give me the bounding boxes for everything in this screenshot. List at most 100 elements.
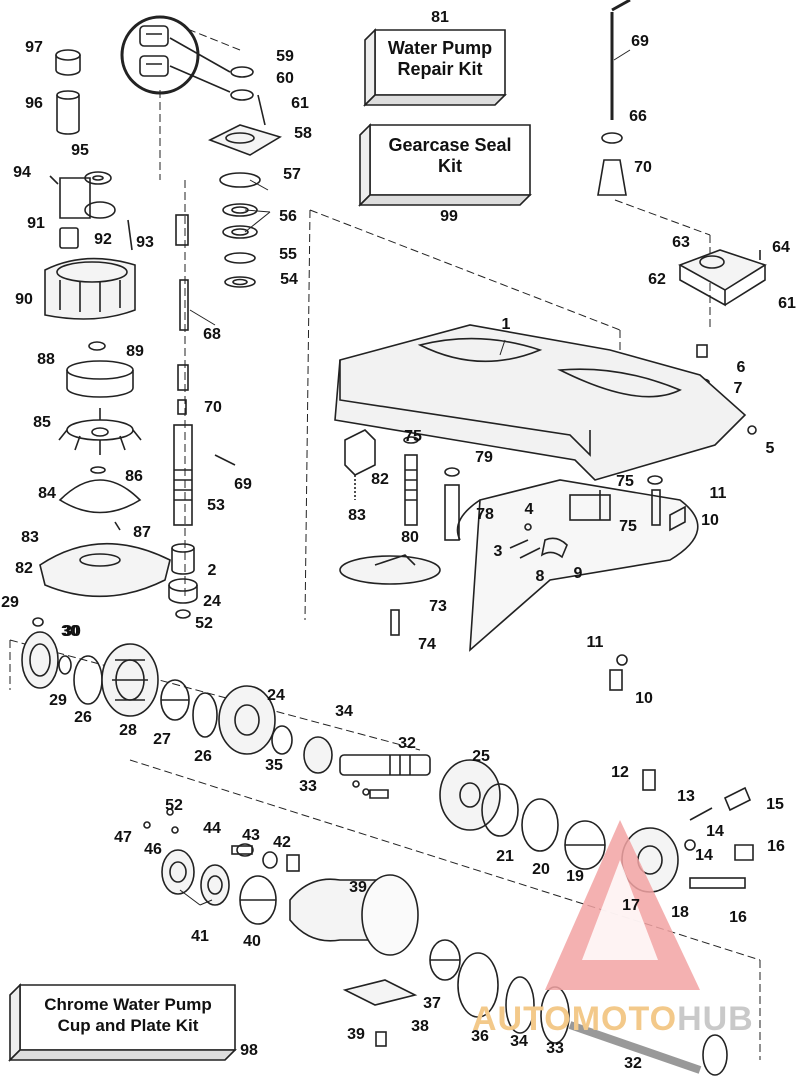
chrome-water-pump-cup-plate-kit-label: Chrome Water Pump Cup and Plate Kit	[44, 995, 212, 1035]
part-label: 82	[371, 471, 389, 488]
part-label: 46	[144, 841, 162, 858]
part-label: 75	[404, 428, 422, 445]
part-label: 75	[619, 518, 637, 535]
part-label: 36	[471, 1028, 489, 1045]
part-label: 5	[765, 440, 775, 457]
gearcase-housing	[334, 324, 747, 652]
part-label: 52	[165, 797, 183, 814]
part-label: 82	[15, 560, 33, 577]
part-label: 57	[283, 166, 301, 183]
part-label: 7	[733, 380, 743, 397]
gearcase-seal-kit-label: Gearcase Seal Kit	[388, 135, 512, 176]
part-label: 35	[265, 757, 283, 774]
part-label: 91	[27, 215, 45, 232]
part-label: 92	[94, 231, 112, 248]
part-label: 39	[347, 1026, 365, 1043]
kit-box-98	[8, 983, 237, 1062]
part-label: 24	[267, 687, 285, 704]
water-pump-repair-kit-label: Water Pump Repair Kit	[387, 38, 493, 79]
part-label: 54	[280, 271, 298, 288]
part-label: 11	[709, 485, 727, 502]
part-label: 12	[611, 764, 629, 781]
part-label: 33	[546, 1040, 564, 1057]
drive-shaft-stack	[168, 66, 282, 619]
seal-detail-circle	[120, 15, 231, 95]
part-label: 26	[194, 748, 212, 765]
part-label: 10	[701, 512, 719, 529]
part-label: 9	[573, 565, 583, 582]
part-label: 60	[276, 70, 294, 87]
part-label: 83	[21, 529, 39, 546]
part-label: 25	[472, 748, 490, 765]
part-label: 68	[203, 326, 221, 343]
part-label: 90	[15, 291, 33, 308]
part-label: 34	[335, 703, 353, 720]
part-label: 6	[736, 359, 746, 376]
part-label: 32	[624, 1055, 642, 1072]
part-label: 66	[629, 108, 647, 125]
part-label: 61	[291, 95, 309, 112]
part-label: 73	[429, 598, 447, 615]
leader-lines	[179, 49, 631, 906]
part-label: 14	[706, 823, 724, 840]
part-label: 8	[535, 568, 545, 585]
part-label: 86	[125, 468, 143, 485]
kit-box-81	[363, 28, 507, 107]
center-small-parts	[339, 429, 686, 691]
part-label: 17	[622, 897, 640, 914]
part-label: 1	[501, 316, 511, 333]
part-label: 19	[566, 868, 584, 885]
part-label: 58	[294, 125, 312, 142]
part-label: 59	[276, 48, 294, 65]
part-label: 34	[510, 1033, 528, 1050]
gear-and-bearing-row-1	[21, 617, 754, 893]
part-label: 61	[778, 295, 796, 312]
part-label: 53	[207, 497, 225, 514]
part-label: 70	[204, 399, 222, 416]
part-label: 84	[38, 485, 56, 502]
part-label: 97	[25, 39, 43, 56]
part-label: 4	[524, 501, 534, 518]
part-label: 28	[119, 722, 137, 739]
part-label: 38	[411, 1018, 429, 1035]
kit-box-99	[358, 123, 532, 207]
part-label: 18	[671, 904, 689, 921]
part-label: 75	[616, 473, 634, 490]
part-label: 95	[71, 142, 89, 159]
part-label: 20	[532, 861, 550, 878]
part-label: 40	[243, 933, 261, 950]
part-label: 43	[242, 827, 260, 844]
part-label: 29	[49, 692, 67, 709]
part-label: 41	[191, 928, 209, 945]
part-label: 47	[114, 829, 132, 846]
part-label: 42	[273, 834, 291, 851]
part-label: 52	[195, 615, 213, 632]
part-label: 14	[695, 847, 713, 864]
part-label: 33	[299, 778, 317, 795]
gear-and-bearing-row-2	[143, 808, 728, 1076]
watermark-logo: AUTOMOTOHUB	[472, 1000, 754, 1039]
part-label: 69	[631, 33, 649, 50]
part-label: 37	[423, 995, 441, 1012]
part-label: 83	[348, 507, 366, 524]
part-label: 64	[772, 239, 790, 256]
part-label: 24	[203, 593, 221, 610]
part-label: 79	[475, 449, 493, 466]
part-label: 3	[493, 543, 503, 560]
part-label: 74	[418, 636, 436, 653]
part-label: 85	[33, 414, 51, 431]
part-label: 44	[203, 820, 221, 837]
part-label: 15	[766, 796, 784, 813]
part-label: 16	[729, 909, 747, 926]
part-label: 89	[126, 343, 144, 360]
part-label: 10	[635, 690, 653, 707]
part-label: 93	[136, 234, 154, 251]
part-label: 63	[672, 234, 690, 251]
part-label: 13	[677, 788, 695, 805]
watermark-text-part2: HUB	[677, 1000, 754, 1038]
part-label: 87	[133, 524, 151, 541]
part-label: 88	[37, 351, 55, 368]
part-label: 11	[586, 634, 604, 651]
